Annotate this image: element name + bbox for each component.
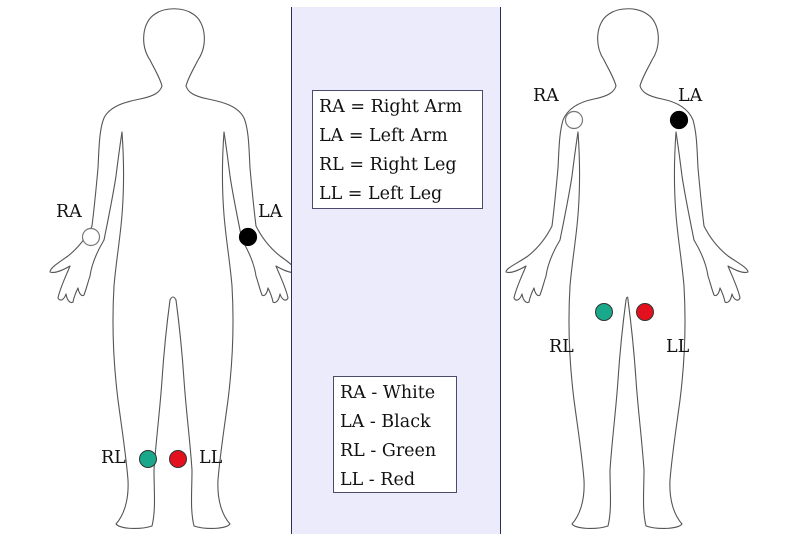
legend-item-la: LA = Left Arm [319, 126, 448, 146]
front-electrode-ll [169, 450, 187, 468]
color-key-rl: RL - Green [340, 441, 437, 461]
back-electrode-ra [564, 110, 584, 130]
back-electrode-rl [595, 303, 613, 321]
back-label-ll: LL [666, 337, 690, 357]
front-label-ll: LL [199, 448, 223, 468]
color-key-ll: LL - Red [340, 470, 416, 490]
back-electrode-la [669, 110, 689, 130]
back-label-ra: RA [533, 86, 559, 106]
abbreviation-legend: RA = Right Arm LA = Left Arm RL = Right … [312, 90, 483, 209]
legend-item-rl: RL = Right Leg [319, 155, 457, 175]
front-label-ra: RA [56, 202, 82, 222]
back-label-la: LA [678, 86, 703, 106]
legend-item-ra: RA = Right Arm [319, 97, 463, 117]
front-electrode-la [238, 227, 258, 247]
front-label-rl: RL [101, 448, 126, 468]
color-key-la: LA - Black [340, 412, 431, 432]
front-electrode-ra [81, 227, 101, 247]
back-electrode-ll [636, 303, 654, 321]
color-key-legend: RA - White LA - Black RL - Green LL - Re… [333, 376, 457, 493]
front-electrode-rl [139, 450, 157, 468]
legend-item-ll: LL = Left Leg [319, 184, 443, 204]
color-key-ra: RA - White [340, 383, 436, 403]
front-label-la: LA [258, 202, 283, 222]
back-label-rl: RL [549, 337, 574, 357]
